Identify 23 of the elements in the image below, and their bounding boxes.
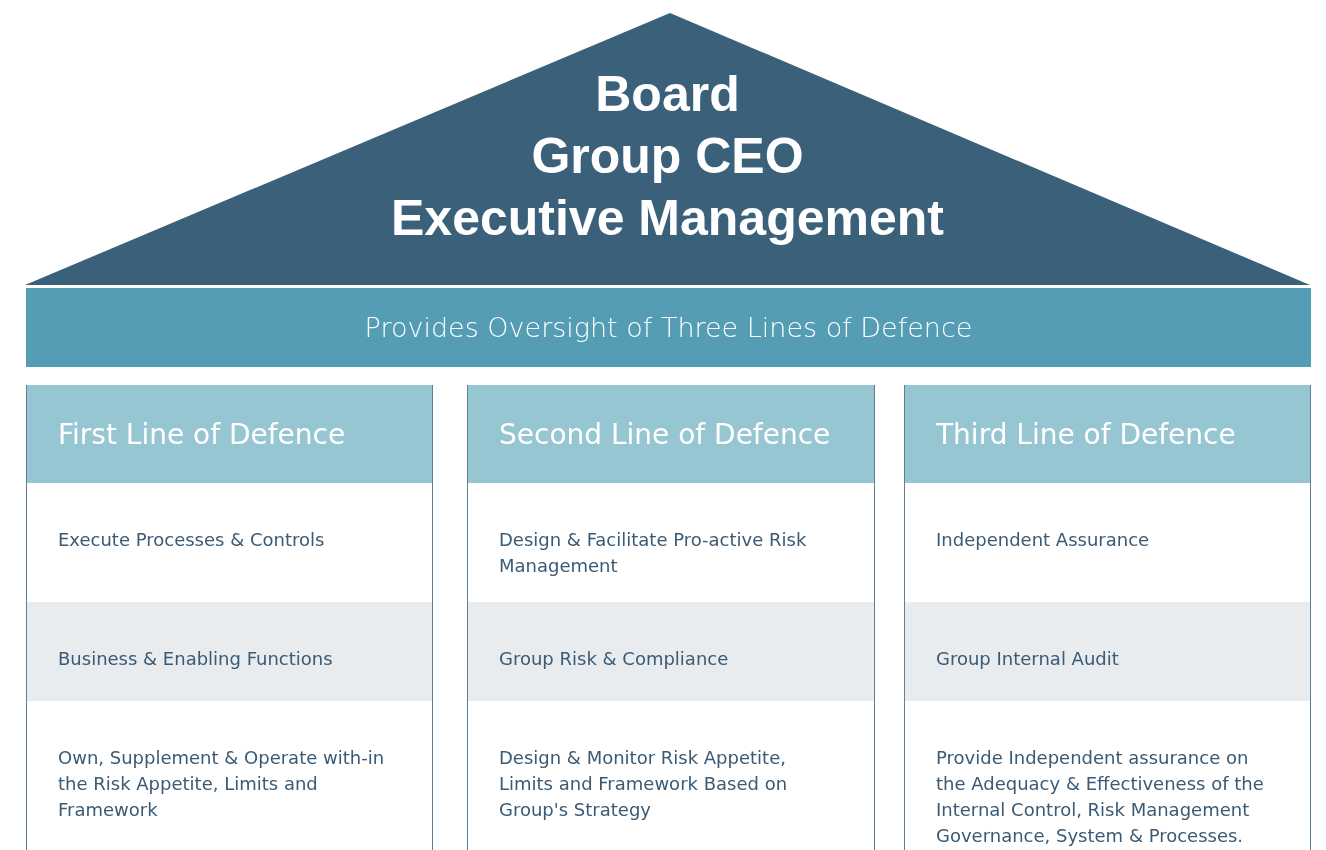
roof-triangle bbox=[25, 13, 1310, 285]
row-text: Execute Processes & Controls bbox=[58, 528, 326, 552]
row-text: Group Internal Audit bbox=[936, 647, 1120, 671]
oversight-band: Provides Oversight of Three Lines of Defence bbox=[26, 288, 1311, 367]
column-row bbox=[905, 602, 1310, 701]
defence-column bbox=[904, 385, 1311, 850]
defence-column bbox=[467, 385, 875, 850]
defence-column bbox=[26, 385, 433, 850]
column-row bbox=[468, 602, 874, 701]
row-text: Own, Supplement & Operate with-in the Risk Appetite, Limits and Framework bbox=[58, 746, 386, 822]
row-text: Group Risk & Compliance bbox=[499, 647, 730, 671]
column-header: First Line of Defence bbox=[27, 385, 432, 483]
row-text: Design & Monitor Risk Appetite, Limits and Framework Based on Group's Strategy bbox=[499, 746, 789, 822]
row-text: Independent Assurance bbox=[936, 528, 1151, 552]
column-header: Third Line of Defence bbox=[905, 385, 1310, 483]
roof-title: Executive Management bbox=[391, 189, 944, 248]
row-text: Business & Enabling Functions bbox=[58, 647, 334, 671]
roof-title: Group CEO bbox=[531, 127, 804, 186]
roof-title: Board bbox=[595, 65, 740, 124]
row-text: Design & Facilitate Pro-active Risk Management bbox=[499, 528, 808, 578]
row-text: Provide Independent assurance on the Adequacy & Effectiveness of the Internal Control, Risk Management Governance, System & Processes. bbox=[936, 746, 1265, 848]
column-row bbox=[27, 602, 432, 701]
column-header: Second Line of Defence bbox=[468, 385, 874, 483]
